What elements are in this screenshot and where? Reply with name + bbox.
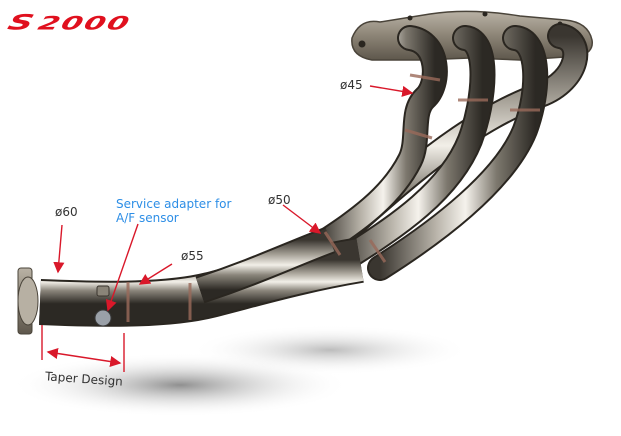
sensor-bung <box>96 285 110 297</box>
diameter-45-label: ø45 <box>340 78 363 92</box>
diameter-50-label: ø50 <box>268 193 291 207</box>
diameter-60-label: ø60 <box>55 205 78 219</box>
weld-seams <box>126 73 540 322</box>
diameter-55-label: ø55 <box>181 249 204 263</box>
service-adapter-label: Service adapter for A/F sensor <box>116 197 232 225</box>
callout-arrows <box>41 85 414 372</box>
af-sensor-plug <box>94 309 112 327</box>
s2000-logo: S2000 <box>4 10 134 35</box>
